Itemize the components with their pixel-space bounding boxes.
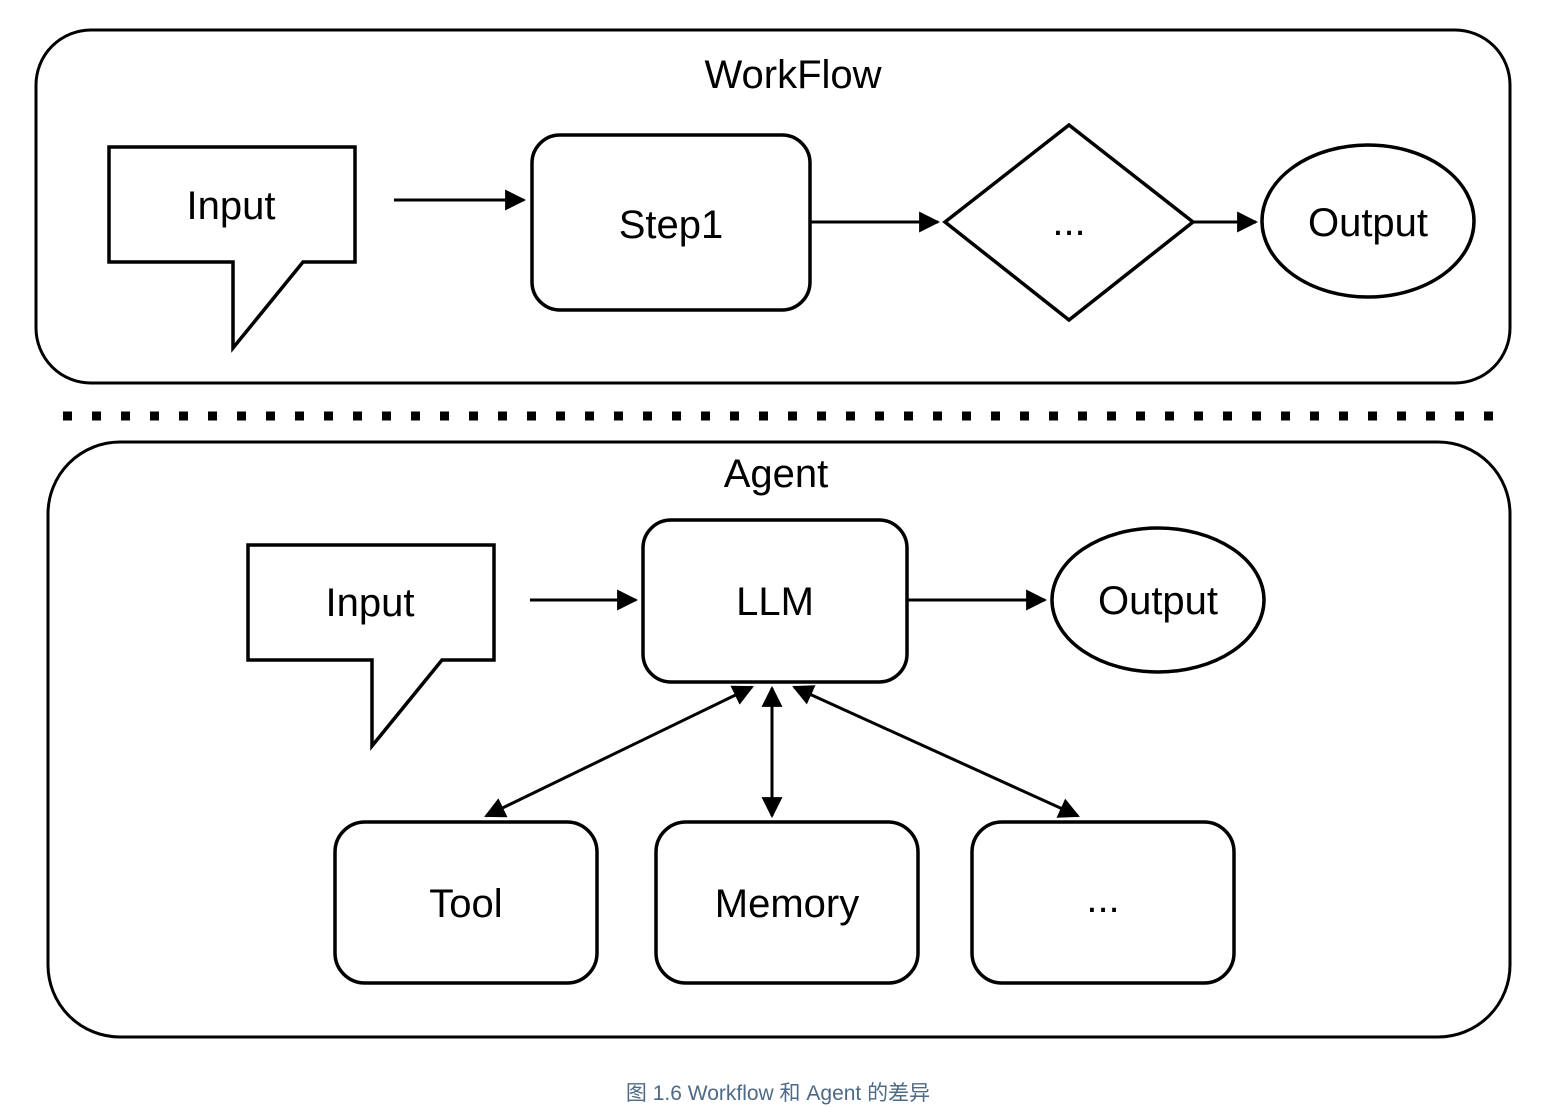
agent-tool-label: Tool: [429, 882, 502, 926]
workflow-input-callout: [107, 145, 357, 353]
agent-llm-label: LLM: [736, 580, 814, 624]
agent-memory-box: [654, 820, 920, 985]
agent-arrow-llm-more: [792, 685, 1080, 818]
figure-caption: 图 1.6 Workflow 和 Agent 的差异: [626, 1082, 930, 1105]
workflow-container: [34, 28, 1512, 385]
agent-title: Agent: [724, 452, 829, 496]
workflow-output-label: Output: [1308, 201, 1428, 245]
workflow-output-ellipse: [1260, 143, 1476, 299]
agent-memory-label: Memory: [715, 882, 859, 926]
agent-container: [46, 440, 1512, 1039]
workflow-step1-label: Step1: [619, 203, 724, 247]
workflow-title: WorkFlow: [704, 53, 881, 97]
agent-output-ellipse: [1050, 526, 1266, 674]
agent-more-box: [970, 820, 1236, 985]
workflow-section: WorkFlow Input Step1 ... Output: [34, 28, 1512, 385]
agent-arrow-llm-tool: [484, 685, 754, 818]
workflow-input-label: Input: [187, 184, 276, 228]
agent-more-label: ...: [1086, 877, 1119, 921]
agent-tool-box: [333, 820, 599, 985]
agent-input-callout: [246, 543, 496, 751]
workflow-decision-label: ...: [1052, 200, 1085, 244]
agent-section: Agent Input LLM Output Tool Memory ...: [46, 440, 1512, 1039]
agent-input-label: Input: [326, 581, 415, 625]
agent-output-label: Output: [1098, 579, 1218, 623]
